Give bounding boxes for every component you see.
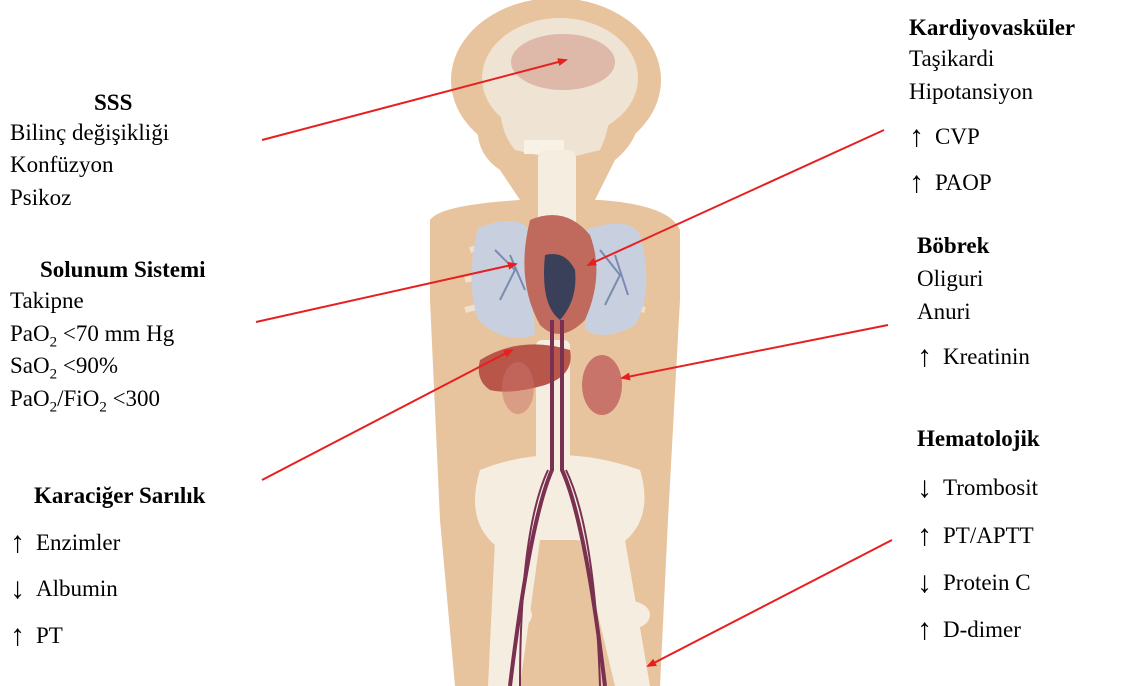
kardiyo-item-cvp: ↑CVP [909,121,980,153]
up-arrow-icon: ↑ [917,521,943,551]
down-arrow-icon: ↓ [917,568,943,598]
up-arrow-icon: ↑ [917,615,943,645]
up-arrow-icon: ↑ [10,528,36,558]
up-arrow-icon: ↑ [917,342,943,372]
kardiyo-item-hipotansiyon: Hipotansiyon [909,76,1033,108]
hematolojik-title: Hematolojik [917,424,1040,454]
solunum-pao2: PaO2 <70 mm Hg [10,318,174,350]
solunum-ratio: PaO2/FiO2 <300 [10,383,160,415]
karaciger-item-pt: ↑PT [10,620,63,652]
karaciger-item-albumin: ↓Albumin [10,573,118,605]
hematolojik-item-ptaptt: ↑PT/APTT [917,520,1034,552]
up-arrow-icon: ↑ [909,168,935,198]
solunum-takipne: Takipne [10,285,84,317]
bobrek-title: Böbrek [917,231,989,261]
pointer-kardiyo [588,130,884,265]
bobrek-item-anuri: Anuri [917,296,971,328]
kardiyo-item-tasikardi: Taşikardi [909,43,994,75]
down-arrow-icon: ↓ [917,473,943,503]
up-arrow-icon: ↑ [909,122,935,152]
hematolojik-item-proteinc: ↓Protein C [917,567,1031,599]
pelvis [475,455,645,545]
karaciger-item-enzimler: ↑Enzimler [10,527,120,559]
sss-item-bilinc: Bilinç değişikliği [10,117,169,149]
bobrek-item-oliguri: Oliguri [917,263,983,295]
up-arrow-icon: ↑ [10,621,36,651]
sss-item-konfuzyon: Konfüzyon [10,149,113,181]
kardiyo-item-paop: ↑PAOP [909,167,992,199]
hematolojik-item-ddimer: ↑D-dimer [917,614,1021,646]
karaciger-title: Karaciğer Sarılık [34,481,205,511]
sss-item-psikoz: Psikoz [10,182,71,214]
hematolojik-item-trombosit: ↓Trombosit [917,472,1038,504]
solunum-title: Solunum Sistemi [40,255,206,285]
sss-title: SSS [94,88,132,118]
solunum-sao2: SaO2 <90% [10,350,118,382]
pointer-hematolojik [648,540,892,666]
down-arrow-icon: ↓ [10,574,36,604]
kardiyo-title: Kardiyovasküler [909,13,1075,43]
bobrek-item-kreatinin: ↑Kreatinin [917,341,1030,373]
